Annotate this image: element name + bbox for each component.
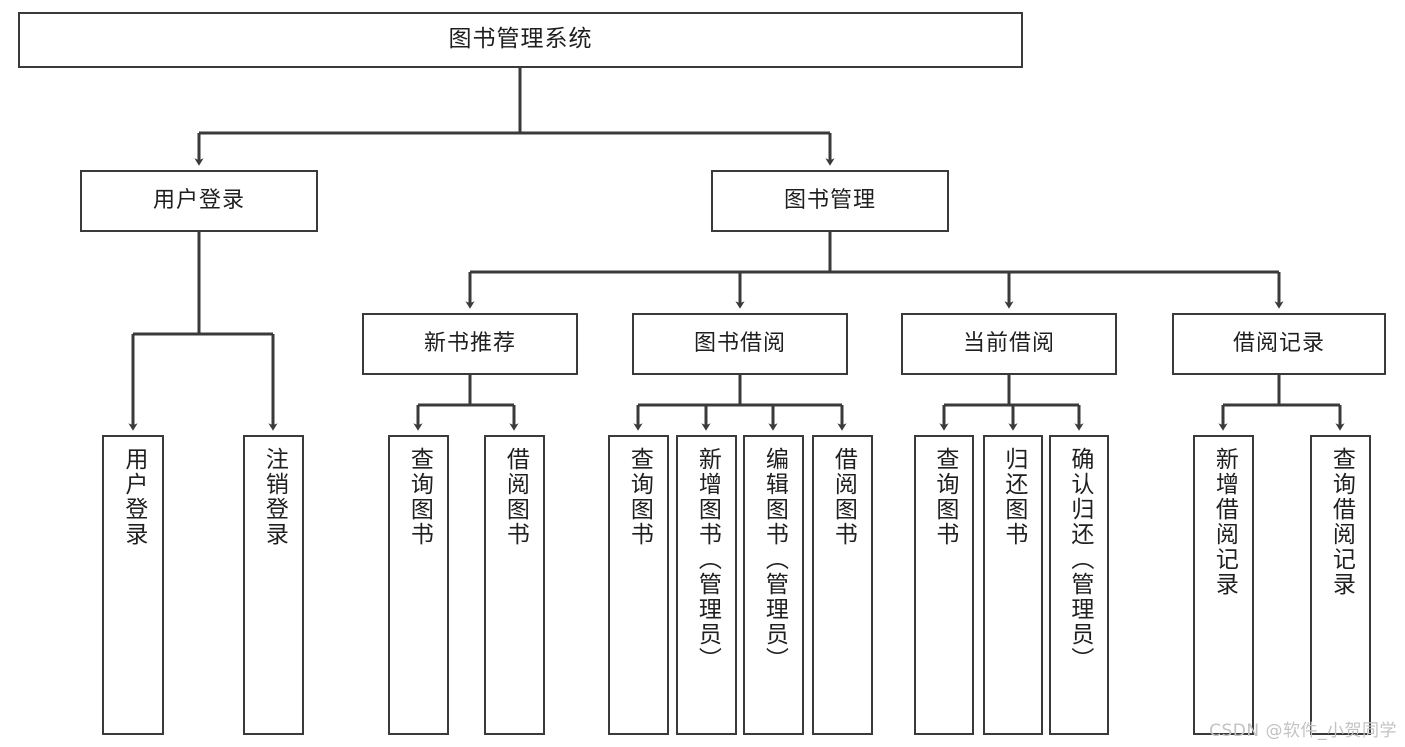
- node-leaf-confirm-return-label: 确认归还（管理员）: [1066, 447, 1093, 672]
- node-leaf-user-logout[interactable]: 注销登录: [243, 435, 304, 735]
- node-leaf-query-book-2-label: 查询图书: [626, 447, 653, 547]
- node-leaf-query-record-label: 查询借阅记录: [1328, 447, 1355, 597]
- node-user-login-label: 用户登录: [152, 188, 245, 214]
- node-leaf-borrow-book-2[interactable]: 借阅图书: [812, 435, 873, 735]
- node-leaf-query-book-3-label: 查询图书: [931, 447, 958, 547]
- node-leaf-borrow-book-1-label: 借阅图书: [502, 447, 529, 547]
- node-user-login[interactable]: 用户登录: [80, 170, 318, 232]
- node-book-borrow[interactable]: 图书借阅: [632, 313, 848, 375]
- node-leaf-borrow-book-2-label: 借阅图书: [830, 447, 857, 547]
- node-new-book-recommend[interactable]: 新书推荐: [362, 313, 578, 375]
- node-leaf-user-login-label: 用户登录: [120, 447, 147, 547]
- node-new-book-recommend-label: 新书推荐: [423, 331, 516, 357]
- node-leaf-query-record[interactable]: 查询借阅记录: [1310, 435, 1371, 735]
- node-leaf-user-logout-label: 注销登录: [261, 447, 288, 547]
- node-book-manage[interactable]: 图书管理: [711, 170, 949, 232]
- node-book-manage-label: 图书管理: [783, 188, 876, 214]
- node-leaf-add-book[interactable]: 新增图书（管理员）: [676, 435, 737, 735]
- watermark: CSDN @软件_小贺同学: [1209, 721, 1397, 741]
- node-leaf-query-book-3[interactable]: 查询图书: [914, 435, 974, 735]
- node-current-borrow-label: 当前借阅: [962, 331, 1055, 357]
- node-leaf-user-login[interactable]: 用户登录: [102, 435, 164, 735]
- node-leaf-query-book-1-label: 查询图书: [406, 447, 433, 547]
- node-leaf-edit-book[interactable]: 编辑图书（管理员）: [743, 435, 804, 735]
- node-leaf-query-book-2[interactable]: 查询图书: [608, 435, 669, 735]
- node-leaf-add-book-label: 新增图书（管理员）: [694, 447, 721, 672]
- node-root[interactable]: 图书管理系统: [18, 12, 1023, 68]
- node-leaf-add-record[interactable]: 新增借阅记录: [1193, 435, 1254, 735]
- node-leaf-return-book-label: 归还图书: [1000, 447, 1027, 547]
- node-leaf-edit-book-label: 编辑图书（管理员）: [761, 447, 788, 672]
- node-leaf-borrow-book-1[interactable]: 借阅图书: [484, 435, 545, 735]
- node-leaf-confirm-return[interactable]: 确认归还（管理员）: [1049, 435, 1109, 735]
- node-borrow-record[interactable]: 借阅记录: [1172, 313, 1386, 375]
- node-book-borrow-label: 图书借阅: [693, 331, 786, 357]
- node-leaf-query-book-1[interactable]: 查询图书: [388, 435, 449, 735]
- node-leaf-add-record-label: 新增借阅记录: [1211, 447, 1238, 597]
- node-root-label: 图书管理系统: [448, 26, 593, 53]
- node-borrow-record-label: 借阅记录: [1232, 331, 1325, 357]
- node-leaf-return-book[interactable]: 归还图书: [983, 435, 1043, 735]
- node-current-borrow[interactable]: 当前借阅: [901, 313, 1117, 375]
